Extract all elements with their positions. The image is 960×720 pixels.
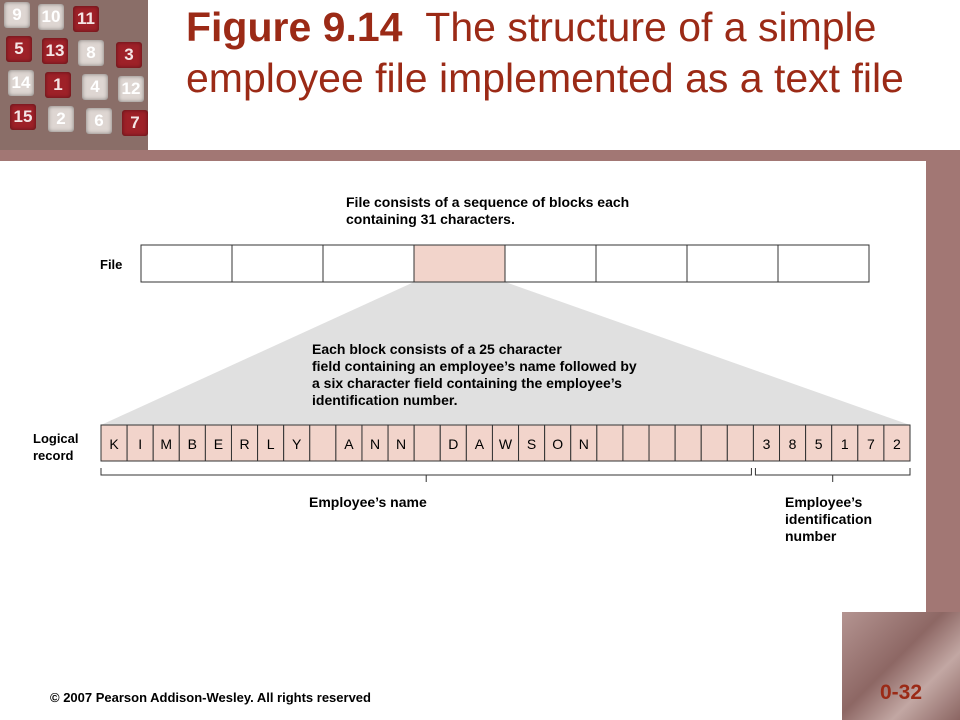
block-caption-line: a six character field containing the emp… — [312, 375, 622, 391]
name-char-cell — [126, 424, 154, 462]
name-char-cell — [622, 424, 650, 462]
copyright-notice: © 2007 Pearson Addison-Wesley. All right… — [50, 690, 371, 705]
figure-title-text: The structure of a simple employee file … — [186, 4, 904, 101]
name-char-cell — [387, 424, 415, 462]
name-char-cell — [152, 424, 180, 462]
block-caption-line: field containing an employee’s name foll… — [312, 358, 637, 374]
file-block — [686, 244, 779, 283]
name-char: N — [396, 436, 406, 452]
name-char-cell — [700, 424, 728, 462]
id-char-cell — [831, 424, 859, 462]
name-char-cell — [596, 424, 624, 462]
name-brace — [100, 468, 752, 482]
name-char-cell — [648, 424, 676, 462]
puzzle-tile: 2 — [48, 106, 74, 132]
puzzle-tile: 5 — [6, 36, 32, 62]
id-brace-label-line: Employee’s — [785, 494, 863, 510]
id-char-cell — [805, 424, 833, 462]
file-block — [595, 244, 688, 283]
id-brace-label-line: identification — [785, 511, 872, 527]
figure-label: Figure 9.14 — [186, 4, 403, 50]
name-char-cell — [361, 424, 389, 462]
id-char: 2 — [893, 436, 901, 452]
name-char: M — [160, 436, 172, 452]
name-char-cell — [204, 424, 232, 462]
puzzle-tile: 11 — [73, 6, 99, 32]
name-brace-label: Employee’s name — [309, 494, 427, 510]
name-char: D — [448, 436, 458, 452]
name-char-cell — [257, 424, 285, 462]
file-label: File — [100, 257, 122, 272]
puzzle-tile: 13 — [42, 38, 68, 64]
puzzle-tile: 12 — [118, 76, 144, 102]
block-expansion-fan — [101, 282, 910, 425]
file-block — [777, 244, 870, 283]
file-caption-line: File consists of a sequence of blocks ea… — [346, 194, 629, 210]
footer-area — [0, 612, 842, 720]
puzzle-tile: 7 — [122, 110, 148, 136]
record-label-line: record — [33, 448, 74, 463]
name-char: A — [475, 436, 485, 452]
name-char-cell — [413, 424, 441, 462]
name-char: I — [138, 436, 142, 452]
file-block-highlighted — [413, 244, 506, 283]
name-char: A — [344, 436, 354, 452]
puzzle-tile: 14 — [8, 70, 34, 96]
file-caption-line: containing 31 characters. — [346, 211, 515, 227]
puzzle-tile: 4 — [82, 74, 108, 100]
name-char: S — [527, 436, 536, 452]
name-char: R — [239, 436, 249, 452]
name-char-cell — [674, 424, 702, 462]
id-char: 5 — [815, 436, 823, 452]
block-caption-line: Each block consists of a 25 character — [312, 341, 562, 357]
name-char: N — [579, 436, 589, 452]
keyboard-decoration — [842, 612, 960, 720]
block-caption-line: identification number. — [312, 392, 457, 408]
id-char-cell — [883, 424, 911, 462]
file-block — [231, 244, 324, 283]
name-char: N — [370, 436, 380, 452]
slide-title: Figure 9.14 The structure of a simple em… — [186, 2, 946, 104]
name-char: Y — [292, 436, 302, 452]
slide-number: 0-32 — [880, 681, 923, 704]
puzzle-tile: 1 — [45, 72, 71, 98]
puzzle-tile: 8 — [78, 40, 104, 66]
file-block — [140, 244, 233, 283]
name-char-cell — [726, 424, 754, 462]
name-char: B — [188, 436, 197, 452]
id-brace-label-line: number — [785, 528, 837, 544]
puzzle-tile: 15 — [10, 104, 36, 130]
id-char: 3 — [763, 436, 771, 452]
name-char-cell — [491, 424, 520, 462]
name-char-cell — [283, 424, 311, 462]
puzzle-tile: 10 — [38, 4, 64, 30]
name-char: O — [552, 436, 563, 452]
id-char: 7 — [867, 436, 875, 452]
puzzle-tile: 6 — [86, 108, 112, 134]
name-char-cell — [309, 424, 337, 462]
file-block — [504, 244, 597, 283]
id-char: 1 — [841, 436, 849, 452]
name-char: E — [214, 436, 223, 452]
puzzle-tile: 9 — [4, 2, 30, 28]
name-char-cell — [518, 424, 546, 462]
id-brace — [754, 468, 911, 482]
name-char: K — [109, 436, 119, 452]
name-char-cell — [230, 424, 259, 462]
name-char-cell — [335, 424, 363, 462]
puzzle-tile: 3 — [116, 42, 142, 68]
record-label-line: Logical — [33, 431, 79, 446]
file-block — [322, 244, 415, 283]
file-structure-diagram: File consists of a sequence of blocks ea… — [33, 194, 911, 544]
name-char-cell — [100, 424, 128, 462]
name-char: L — [267, 436, 275, 452]
name-char-cell — [178, 424, 206, 462]
id-char: 8 — [789, 436, 797, 452]
name-char: W — [499, 436, 513, 452]
